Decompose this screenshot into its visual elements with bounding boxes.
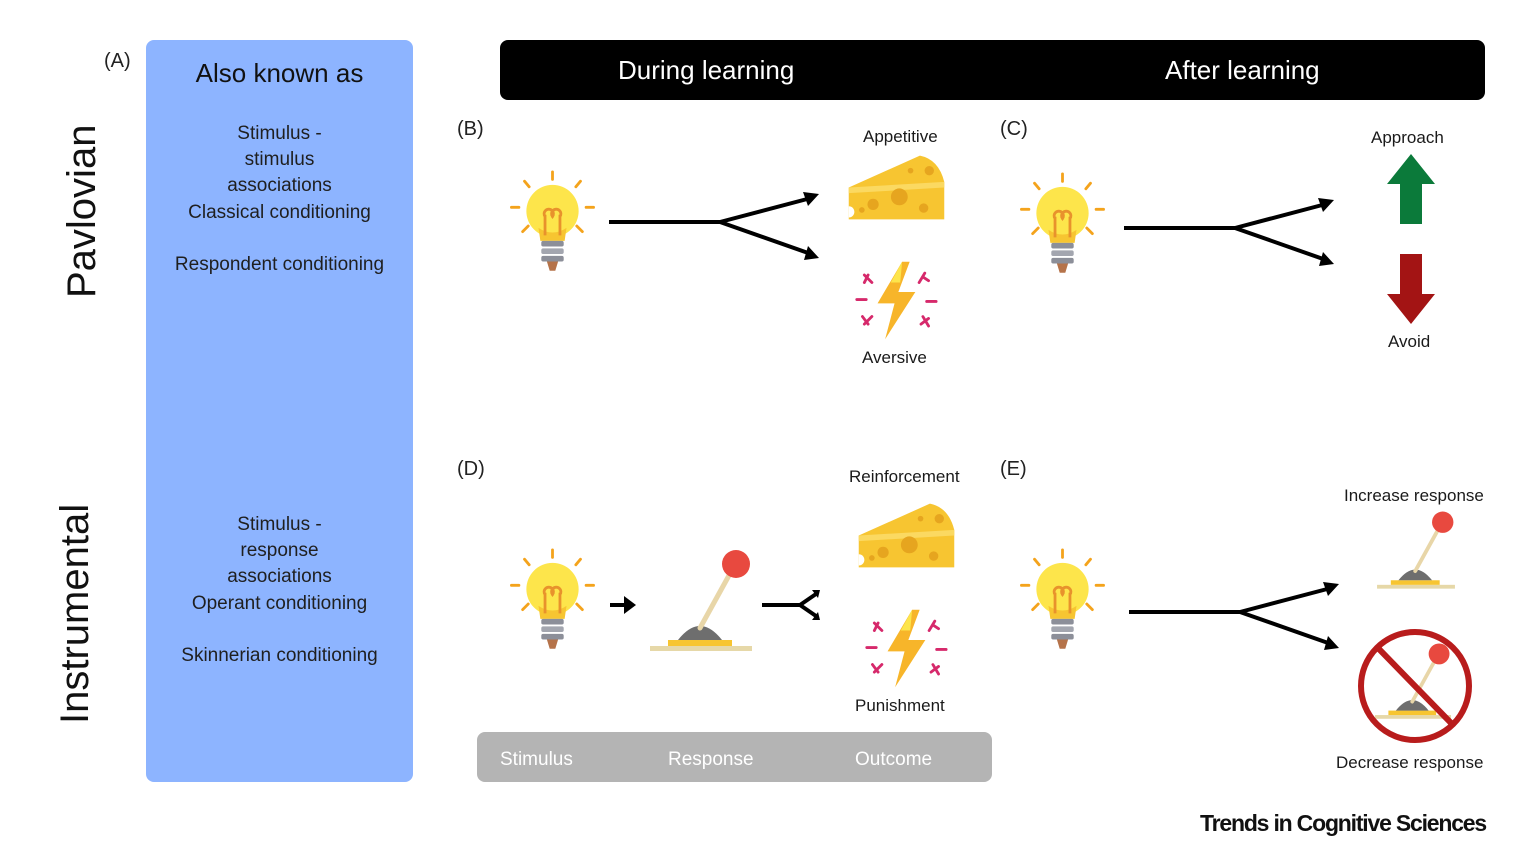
aka-pavlovian-item: Stimulus - stimulus associations — [227, 123, 332, 196]
approach-label: Approach — [1371, 128, 1444, 147]
also-known-as-title: Also known as — [195, 58, 364, 88]
branch-arrow — [1124, 198, 1334, 266]
branch-arrow-small — [762, 590, 820, 620]
branch-arrow — [1129, 582, 1339, 650]
appetitive-label: Appetitive — [863, 127, 938, 146]
aka-instrumental-item: Stimulus - response associations — [227, 514, 332, 587]
panel-label-c: (C) — [1000, 118, 1028, 140]
lightbulb-icon — [1020, 172, 1105, 275]
aversive-label: Aversive — [862, 348, 927, 367]
lightning-icon — [855, 260, 938, 341]
increase-response-label: Increase response — [1344, 486, 1484, 505]
journal-name: Trends in Cognitive Sciences — [1200, 810, 1487, 836]
stimulus-response-outcome-bar — [477, 732, 992, 782]
outcome-label: Outcome — [855, 749, 933, 770]
panel-label-d: (D) — [457, 458, 485, 480]
branch-arrow — [609, 192, 819, 260]
reinforcement-label: Reinforcement — [849, 467, 960, 486]
panel-label-a: (A) — [104, 50, 131, 72]
cheese-icon — [848, 155, 945, 220]
instrumental-label: Instrumental — [53, 503, 97, 724]
panel-label-e: (E) — [1000, 458, 1027, 480]
arrow-right-icon — [610, 596, 636, 614]
stimulus-label: Stimulus — [500, 749, 573, 770]
punishment-label: Punishment — [855, 696, 945, 715]
aka-instrumental-item: Skinnerian conditioning — [181, 645, 378, 666]
header-bar — [500, 40, 1485, 100]
avoid-label: Avoid — [1388, 332, 1431, 351]
lever-icon — [1375, 510, 1457, 591]
prohibited-icon — [1358, 629, 1472, 743]
decrease-response-label: Decrease response — [1336, 753, 1484, 772]
lightbulb-icon — [510, 170, 595, 273]
lightbulb-icon — [1020, 548, 1105, 651]
panel-label-b: (B) — [457, 118, 484, 140]
aka-pavlovian-item: Classical conditioning — [188, 202, 371, 223]
also-known-as-box — [146, 40, 413, 782]
lever-icon — [646, 548, 756, 658]
pavlovian-label: Pavlovian — [60, 124, 104, 298]
aka-pavlovian-item: Respondent conditioning — [174, 254, 385, 275]
during-learning-label: During learning — [618, 55, 795, 85]
response-label: Response — [668, 749, 754, 770]
aka-instrumental-item: Operant conditioning — [191, 593, 368, 614]
cheese-icon — [858, 503, 955, 568]
after-learning-label: After learning — [1165, 55, 1320, 85]
up-arrow-icon — [1387, 154, 1435, 224]
lightbulb-icon — [510, 548, 595, 651]
lightning-icon — [865, 608, 948, 689]
down-arrow-icon — [1387, 254, 1435, 324]
